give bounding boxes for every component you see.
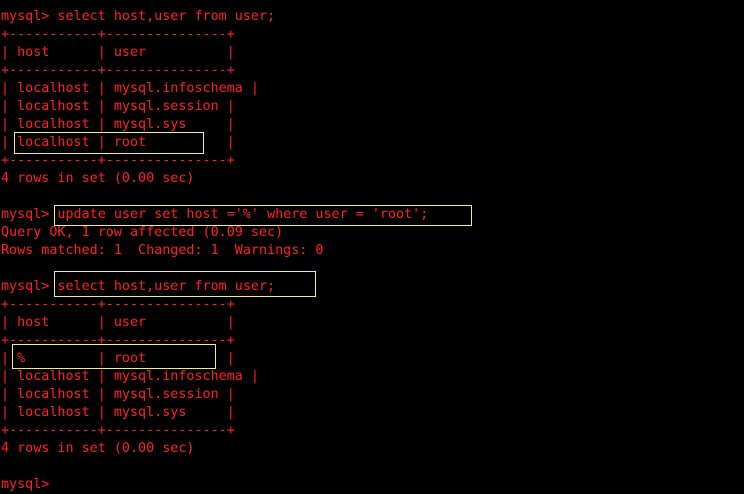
table-border: +-----------+---------------+ (1, 27, 235, 42)
result-summary: 4 rows in set (0.00 sec) (1, 441, 195, 456)
table-border: +-----------+---------------+ (1, 63, 235, 78)
table-row: | localhost | mysql.sys | (1, 405, 235, 420)
table-border: +-----------+---------------+ (1, 297, 235, 312)
table-header: | host | user | (1, 315, 235, 330)
prompt-line: mysql> select host,user from user; (1, 279, 276, 294)
query-status: Rows matched: 1 Changed: 1 Warnings: 0 (1, 243, 324, 258)
table-border: +-----------+---------------+ (1, 423, 235, 438)
table-row: | % | root | (1, 351, 235, 366)
table-header: | host | user | (1, 45, 235, 60)
table-row: | localhost | mysql.infoschema | (1, 81, 259, 96)
table-row: | localhost | mysql.infoschema | (1, 369, 259, 384)
table-row: | localhost | mysql.sys | (1, 117, 235, 132)
table-row: | localhost | root | (1, 135, 235, 150)
prompt-line: mysql> select host,user from user; (1, 9, 276, 24)
result-summary: 4 rows in set (0.00 sec) (1, 171, 195, 186)
table-border: +-----------+---------------+ (1, 333, 235, 348)
table-row: | localhost | mysql.session | (1, 387, 235, 402)
table-border: +-----------+---------------+ (1, 153, 235, 168)
query-status: Query OK, 1 row affected (0.09 sec) (1, 225, 284, 240)
prompt-line: mysql> update user set host ='%' where u… (1, 207, 429, 222)
prompt-line[interactable]: mysql> (1, 477, 50, 492)
table-row: | localhost | mysql.session | (1, 99, 235, 114)
